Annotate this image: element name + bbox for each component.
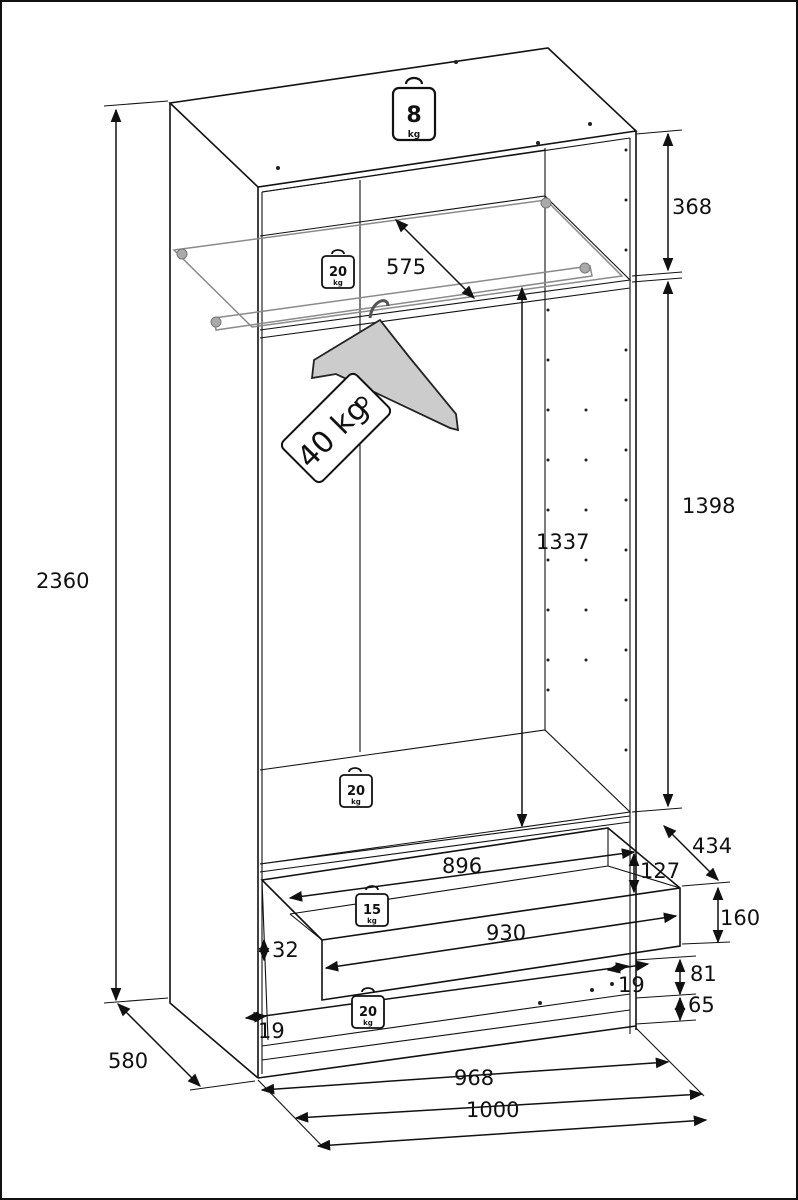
weight-top-value: 8 [406, 103, 421, 128]
dim-drawer-front-width: 930 [486, 921, 526, 945]
dim-drawer-gap: 32 [272, 938, 299, 962]
dim-drawer-inner-width: 896 [442, 854, 482, 878]
dim-shelf-depth: 575 [386, 255, 426, 279]
dim-depth: 580 [108, 1049, 148, 1073]
dim-height-total: 2360 [36, 569, 89, 593]
dim-plinth-height: 65 [688, 993, 715, 1017]
dim-drawer-depth: 434 [692, 834, 732, 858]
dimension-lines [103, 100, 731, 1151]
dim-rail-to-floor: 1337 [536, 530, 589, 554]
dim-panel-thickness-right: 19 [618, 973, 645, 997]
weight-shelf-unit: kg [333, 279, 343, 287]
dimension-labels: 2360 580 368 1398 1337 575 896 930 434 1… [36, 195, 760, 1122]
weight-badge-shelf: 20 kg [321, 249, 355, 289]
dim-width-outer: 1000 [466, 1098, 519, 1122]
weight-shelf-value: 20 [329, 265, 347, 280]
shelf-holes [276, 60, 628, 1005]
weight-base-unit: kg [363, 1019, 373, 1027]
weight-top-unit: kg [408, 130, 420, 140]
weight-bottom-shelf-value: 20 [347, 784, 365, 799]
weight-drawer-unit: kg [367, 917, 377, 925]
hanger-icon [310, 299, 460, 432]
bottom-shelf [259, 729, 632, 865]
wardrobe-body [168, 47, 638, 1079]
dim-top-compartment: 368 [672, 195, 712, 219]
dim-panel-thickness-left: 19 [258, 1019, 285, 1043]
weight-badge-drawer: 15 kg [355, 885, 389, 927]
dim-drawer-front-height: 160 [720, 906, 760, 930]
dim-width-inner: 968 [454, 1066, 494, 1090]
left-side-panel [169, 103, 259, 1079]
dim-hanging-height: 1398 [682, 494, 735, 518]
weight-bottom-shelf-unit: kg [351, 798, 361, 806]
weight-base-value: 20 [359, 1005, 377, 1020]
weight-badge-bottom-shelf: 20 kg [339, 767, 373, 808]
dim-drawer-inner-height: 127 [640, 859, 680, 883]
weight-drawer-value: 15 [363, 903, 381, 918]
weight-badge-base: 20 kg [351, 987, 385, 1029]
dim-plinth-gap: 81 [690, 962, 717, 986]
weight-badge-top: 8 kg [391, 76, 437, 142]
